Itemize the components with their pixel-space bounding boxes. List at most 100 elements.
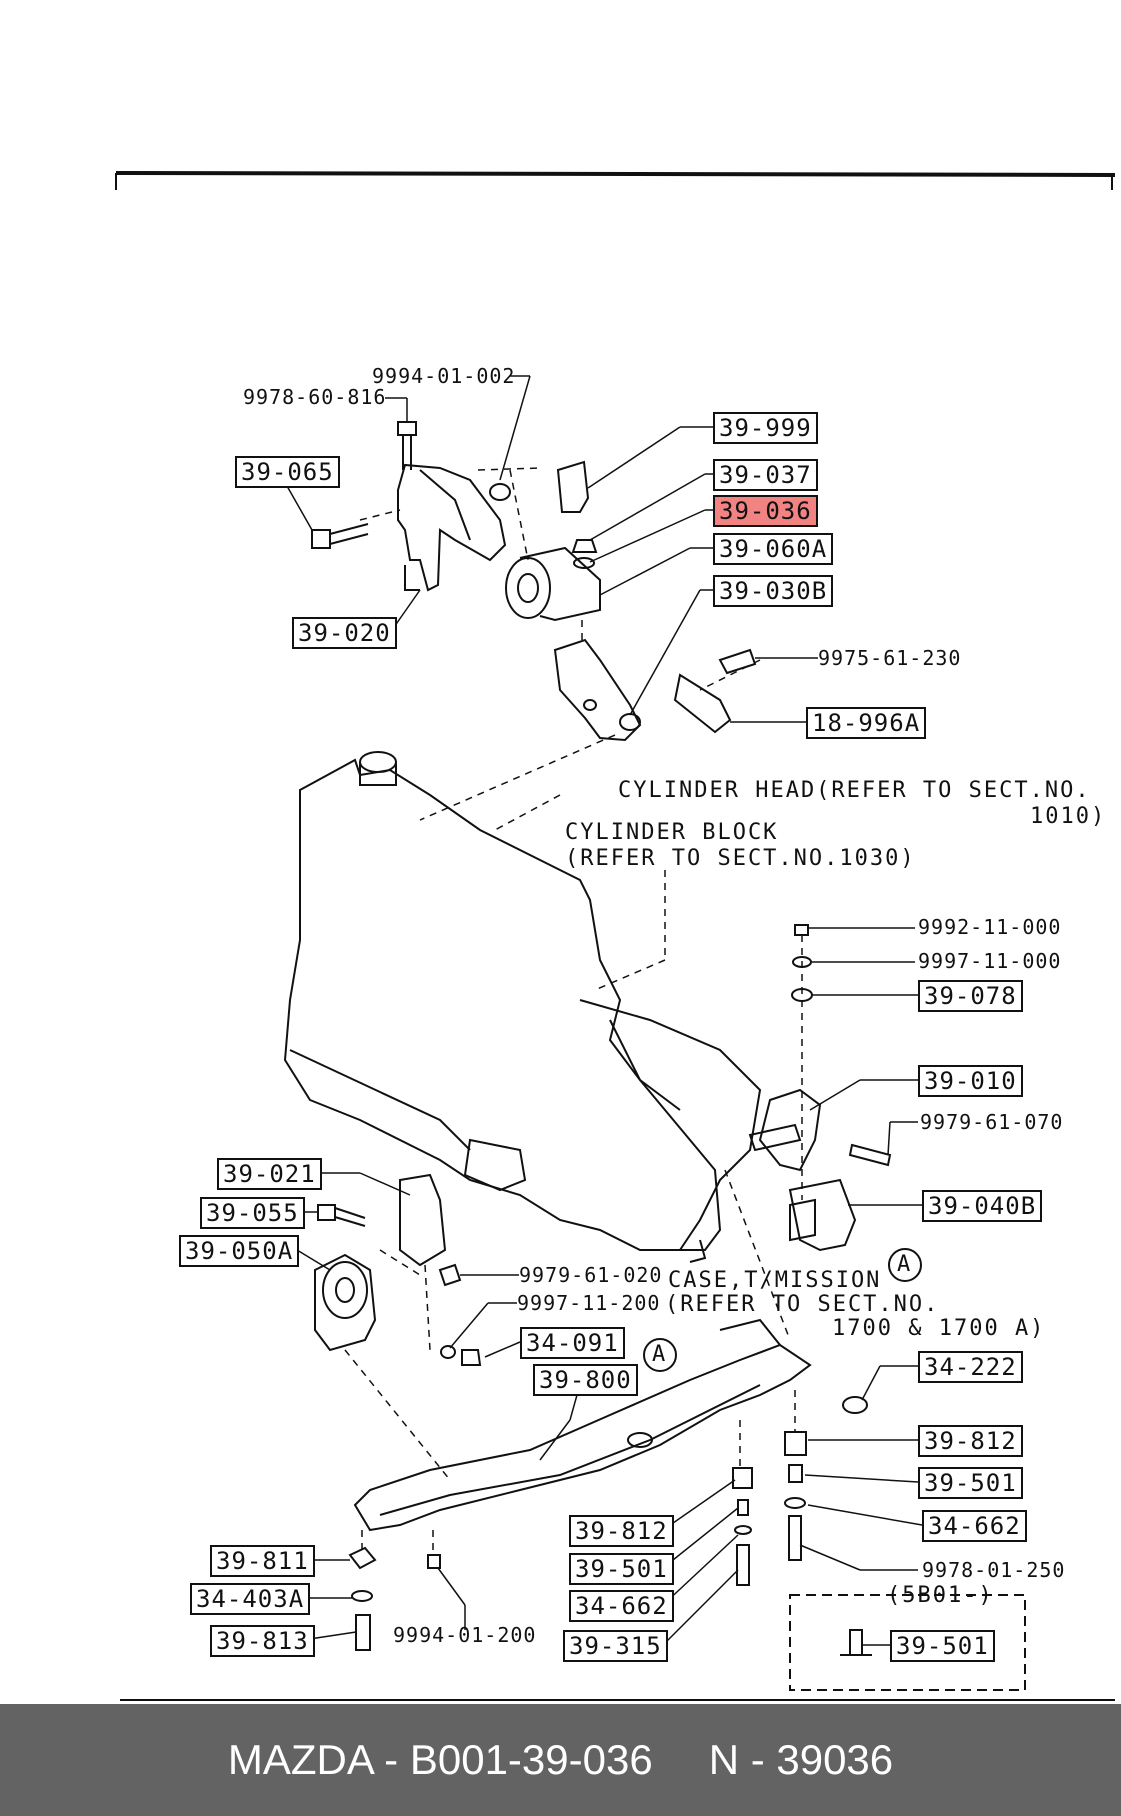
- label-9979-61-020: 9979-61-020: [519, 1263, 663, 1287]
- callout-39-010: 39-010: [918, 1065, 1023, 1097]
- callout-39-315: 39-315: [563, 1630, 668, 1662]
- block-mount-pad: [463, 1138, 527, 1192]
- label-9997-11-200: 9997-11-200: [517, 1291, 661, 1315]
- reference-a-left-letter: A: [652, 1342, 668, 1367]
- mount-39-060A-bushing: [505, 557, 551, 619]
- label-9975-61-230: 9975-61-230: [818, 646, 962, 670]
- note-transmission-case-section: 1700 & 1700 A): [832, 1316, 1046, 1341]
- callout-34-222: 34-222: [918, 1351, 1023, 1383]
- bracket-hole: [619, 713, 641, 731]
- footer-part-number: MAZDA - B001-39-036: [227, 1736, 653, 1783]
- filler-neck: [359, 762, 397, 786]
- callout-39-060A: 39-060A: [713, 533, 834, 565]
- bolt-9979-61-070: [848, 1143, 892, 1167]
- reference-a-right-letter: A: [897, 1252, 913, 1277]
- parts-diagram-sheet: 9994-01-002 9978-60-816 39-065 39-020 39…: [115, 171, 1116, 1701]
- bracket-18-996A: [673, 673, 732, 734]
- washer-39-036: [573, 557, 595, 569]
- callout-34-662-mid: 34-662: [569, 1590, 674, 1622]
- callout-39-030B: 39-030B: [713, 575, 834, 607]
- transmission-rib: [609, 1019, 681, 1111]
- bracket-39-010-arm: [748, 1123, 802, 1152]
- label-9994-01-002: 9994-01-002: [372, 364, 516, 388]
- callout-39-501-variant: 39-501: [890, 1630, 995, 1662]
- nut-top: [489, 483, 511, 501]
- mount-39-050A-bushing: [322, 1261, 368, 1319]
- crossmember-39-800: [353, 1343, 812, 1532]
- note-cylinder-block: CYLINDER BLOCK: [565, 820, 779, 845]
- callout-39-812-mid: 39-812: [569, 1515, 674, 1547]
- note-cylinder-head-section: 1010): [1030, 804, 1107, 829]
- frame-top-rule: [115, 171, 1116, 177]
- note-cylinder-head: CYLINDER HEAD(REFER TO SECT.NO.: [618, 778, 1091, 803]
- callout-34-662-right: 34-662: [922, 1510, 1027, 1542]
- bolt-9979-61-020: [438, 1263, 462, 1287]
- part-number-footer: MAZDA - B001-39-036 N - 39036: [0, 1704, 1121, 1816]
- callout-39-050A: 39-050A: [179, 1235, 300, 1267]
- bolt-9975-61-230: [718, 648, 757, 675]
- label-9978-60-816: 9978-60-816: [243, 385, 387, 409]
- label-9994-01-200: 9994-01-200: [393, 1623, 537, 1647]
- footer-short-number: N - 39036: [708, 1736, 894, 1783]
- label-9997-11-000: 9997-11-000: [918, 949, 1062, 973]
- callout-34-403A: 34-403A: [190, 1583, 311, 1615]
- callout-39-065: 39-065: [235, 456, 340, 488]
- note-transmission-case: CASE,T/MISSION: [668, 1268, 882, 1293]
- spacer-39-501-variant: [840, 1629, 872, 1656]
- mount-39-040B-rubber: [789, 1198, 816, 1242]
- callout-39-040B: 39-040B: [922, 1190, 1043, 1222]
- bracket-39-030B: [553, 638, 642, 742]
- note-5b01-variant: (5B01-): [887, 1583, 994, 1608]
- note-cylinder-block-ref: (REFER TO SECT.NO.1030): [565, 846, 916, 871]
- engine-mount-exploded-diagram: [115, 171, 1116, 1701]
- callout-39-021: 39-021: [217, 1158, 322, 1190]
- washer-9997-11-200: [440, 1345, 456, 1359]
- washer-34-403A: [351, 1590, 373, 1602]
- bolt-39-055: [317, 1204, 366, 1227]
- variant-box-5b01: [789, 1594, 1026, 1691]
- callout-39-800: 39-800: [533, 1364, 638, 1396]
- reference-circle-a-right: [888, 1248, 922, 1282]
- bolt-39-813: [355, 1614, 371, 1651]
- bolt-9978-01-250: [788, 1515, 802, 1561]
- crossmember-hole: [627, 1432, 653, 1448]
- spacer-39-501-right: [788, 1464, 803, 1483]
- bolt-39-065: [311, 523, 369, 549]
- callout-39-501-right: 39-501: [918, 1467, 1023, 1499]
- reference-circle-a-left: [643, 1338, 677, 1372]
- spacer-39-501-mid: [737, 1499, 749, 1516]
- bracket-39-010: [758, 1088, 822, 1172]
- mount-39-050A: [314, 1253, 377, 1352]
- mount-39-050A-core: [335, 1277, 355, 1303]
- nut-9994-01-200: [427, 1554, 441, 1569]
- mount-39-811: [348, 1546, 377, 1570]
- washer-34-662-mid: [734, 1525, 752, 1535]
- callout-39-020: 39-020: [292, 617, 397, 649]
- callout-39-813: 39-813: [210, 1625, 315, 1657]
- callout-39-811: 39-811: [210, 1545, 315, 1577]
- crossmember-rib: [379, 1384, 761, 1516]
- mount-bushing-core: [517, 573, 539, 603]
- transmission-case-outline: [579, 999, 762, 1251]
- callout-39-055: 39-055: [200, 1197, 305, 1229]
- callout-39-036-highlighted: 39-036: [713, 495, 818, 527]
- bracket-foot: [404, 565, 420, 591]
- transmission-tail: [689, 1239, 707, 1263]
- dashed-assembly-lines: [344, 467, 803, 1555]
- bolt-top: [397, 421, 417, 470]
- callout-39-078: 39-078: [918, 980, 1023, 1012]
- note-transmission-case-ref: (REFER TO SECT.NO.: [665, 1292, 940, 1317]
- bracket-rib: [419, 469, 471, 541]
- callout-39-501-mid: 39-501: [569, 1553, 674, 1585]
- insulator-39-812-right: [784, 1431, 807, 1456]
- bracket-hole-small: [583, 699, 597, 711]
- nut-39-037: [571, 539, 598, 553]
- label-9978-01-250: 9978-01-250: [922, 1558, 1066, 1582]
- bracket-39-020: [397, 463, 507, 592]
- callout-18-996A: 18-996A: [806, 707, 927, 739]
- block-lower-rail: [289, 1049, 471, 1151]
- callout-34-091: 34-091: [520, 1327, 625, 1359]
- leader-lines: [286, 375, 923, 1646]
- plate-39-999: [556, 460, 590, 513]
- engine-block-outline: [283, 758, 722, 1251]
